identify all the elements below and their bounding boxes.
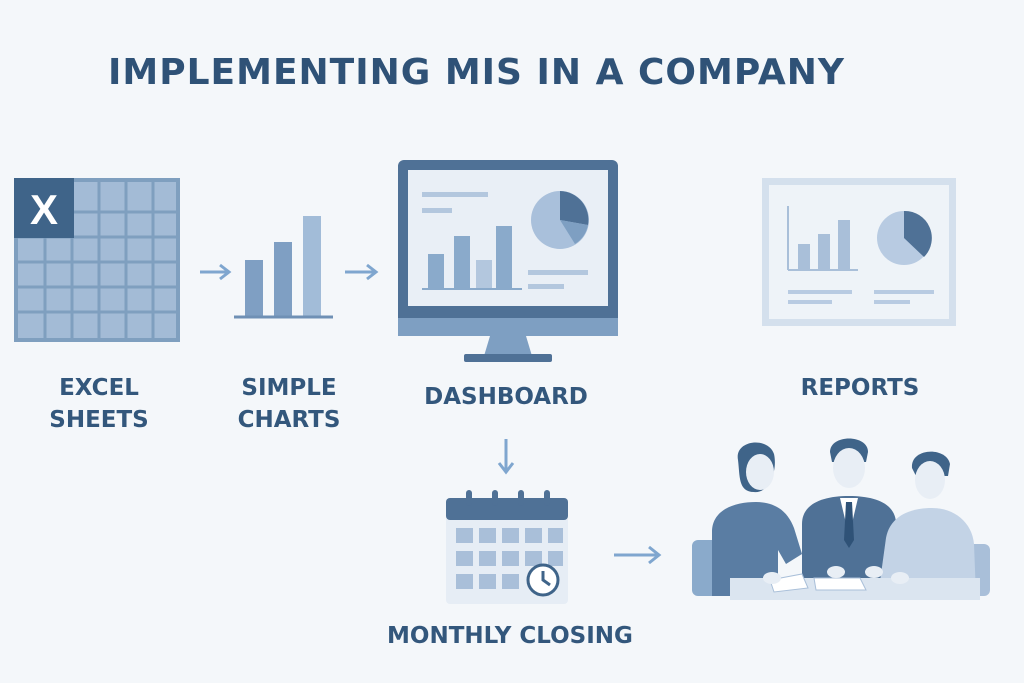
meeting-illustration [692,438,990,600]
charts-label-line2: CHARTS [237,407,341,433]
arrow-right-icon [614,545,662,565]
page-title: IMPLEMENTING MIS IN A COMPANY [108,52,845,93]
reports-label: REPORTS [800,375,920,401]
bar-chart-icon [234,216,333,319]
arrow-right-icon [200,263,232,281]
report-icon [762,178,956,326]
calendar-icon [446,490,568,604]
charts-label-line1: SIMPLE [241,375,337,401]
excel-x-glyph: X [30,186,58,233]
arrow-right-icon [345,263,379,281]
spreadsheet-icon: X [14,178,180,342]
dashboard-monitor-icon [398,160,618,362]
monthly-closing-label: MONTHLY CLOSING [387,623,633,649]
excel-sheets-label: EXCEL SHEETS [34,372,164,436]
excel-label-line2: SHEETS [49,407,149,433]
arrow-down-icon [497,439,515,475]
dashboard-label: DASHBOARD [424,384,588,410]
excel-label-line1: EXCEL [59,375,139,401]
simple-charts-label: SIMPLE CHARTS [224,372,354,436]
